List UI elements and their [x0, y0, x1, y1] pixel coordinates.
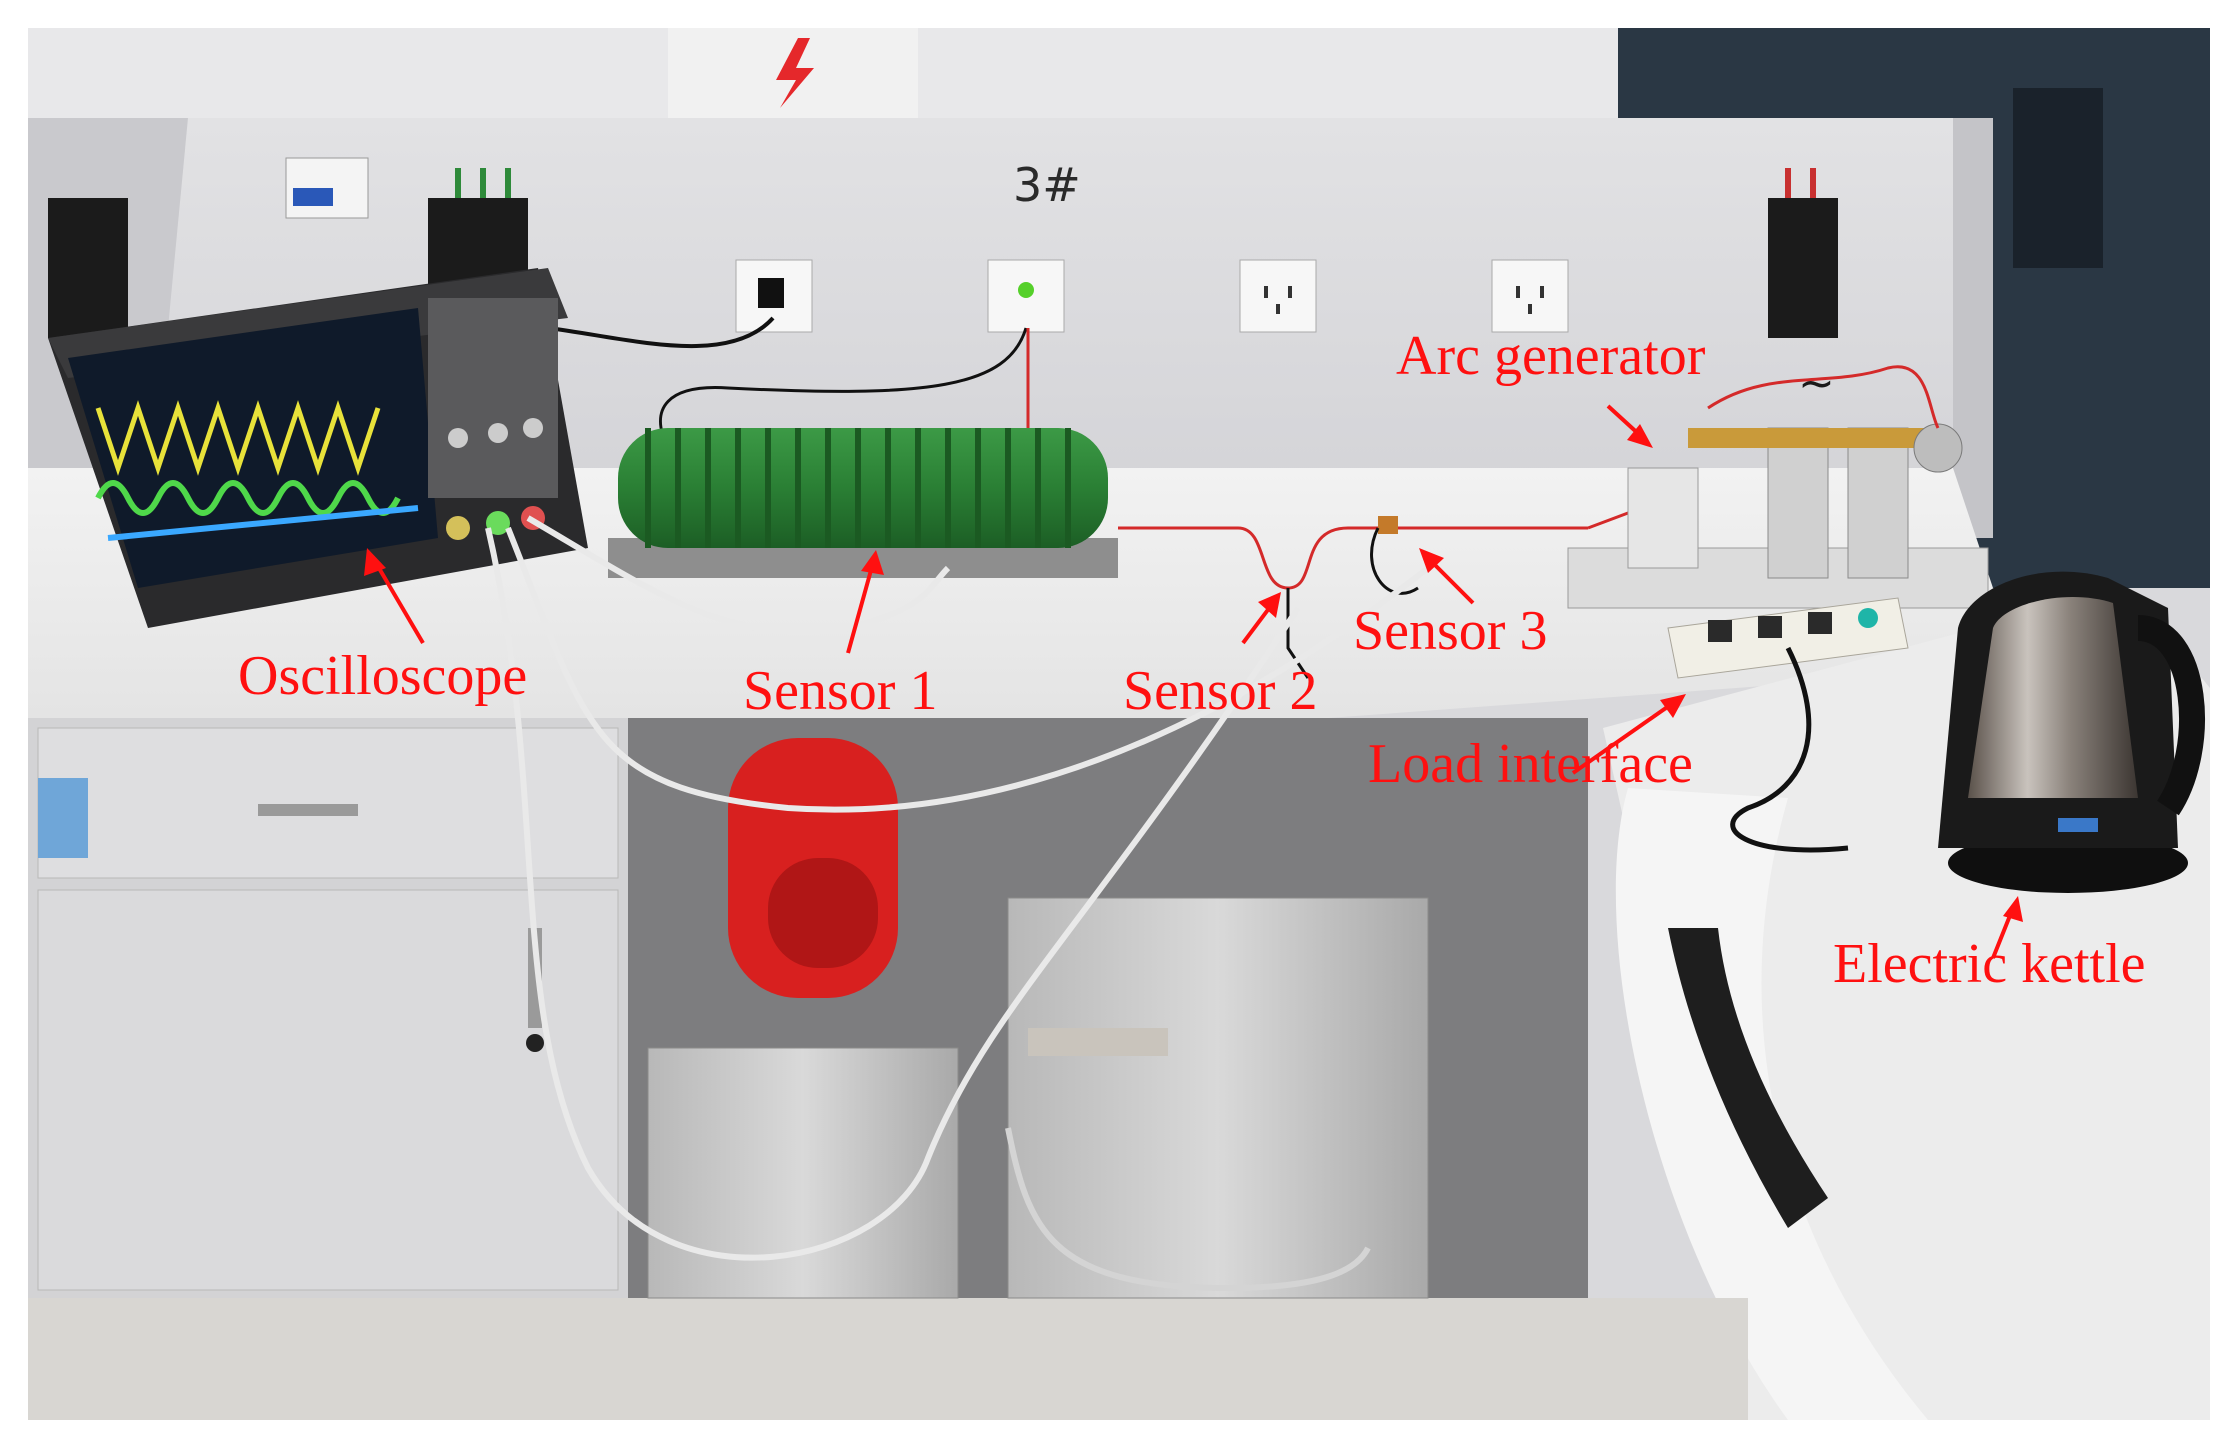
electric-kettle — [1938, 571, 2205, 893]
grey-box-left — [647, 1047, 959, 1299]
trace-green — [95, 480, 401, 516]
grey-box-right — [1007, 897, 1429, 1299]
arc-generator — [1567, 365, 1989, 609]
label-sensor-1: Sensor 1 — [743, 660, 938, 722]
tilde-mark: ~ — [1798, 358, 1835, 409]
back-panel — [148, 118, 1993, 538]
green-wire-wound-resistor — [608, 428, 1118, 578]
label-sensor-2: Sensor 2 — [1123, 660, 1318, 722]
annotation-arrows — [364, 404, 2023, 959]
trace-yellow — [95, 400, 381, 476]
label-arc-generator: Arc generator — [1396, 325, 1706, 387]
power-strip — [1667, 597, 1909, 853]
trace-blue — [107, 505, 419, 541]
floor — [28, 1298, 1748, 1420]
label-sensor-3: Sensor 3 — [1353, 600, 1548, 662]
label-oscilloscope: Oscilloscope — [238, 645, 528, 707]
label-load-interface: Load interface — [1368, 733, 1693, 795]
oscilloscope — [48, 268, 588, 628]
lab-photo: 3# ~ Oscilloscope Sensor 1 Sensor 2 Sens… — [28, 28, 2210, 1420]
lightning-warning-icon — [776, 38, 814, 108]
lab-scene-drawing — [28, 28, 2210, 1420]
wall-sockets — [735, 259, 1569, 333]
label-electric-kettle: Electric kettle — [1833, 933, 2146, 995]
terminal-block-right — [1768, 198, 1838, 338]
sensor-3-component — [1378, 516, 1398, 534]
bench-number: 3# — [1013, 158, 1081, 212]
